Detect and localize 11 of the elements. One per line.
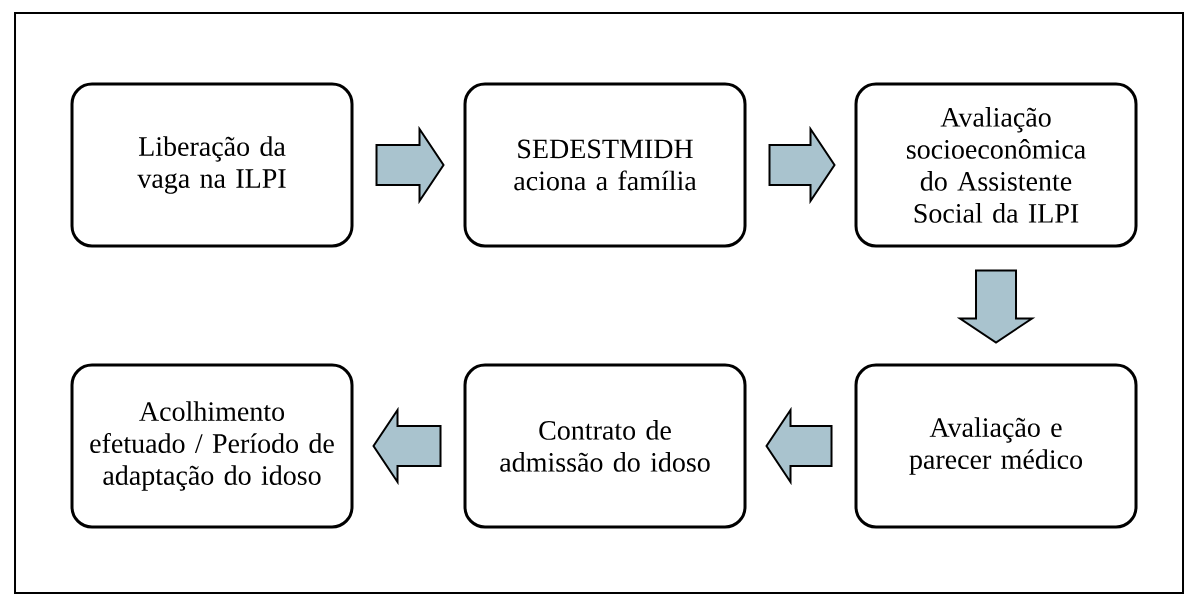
block-arrow [768,125,836,205]
block-arrow [375,125,445,205]
block-arrow [956,269,1036,344]
block-arrow [372,406,442,486]
process-box: Liberação da vaga na ILPI [70,82,354,248]
process-box: Acolhimento efetuado / Período de adaptação do idoso [70,363,354,529]
process-box: SEDESTMIDH aciona a família [463,82,747,248]
block-arrow [765,406,833,486]
process-box: Avaliação e parecer médico [854,363,1138,529]
process-box: Contrato de admissão do idoso [463,363,747,529]
process-box: Avaliação socioeconômica do Assistente Social da ILPI [854,82,1138,248]
